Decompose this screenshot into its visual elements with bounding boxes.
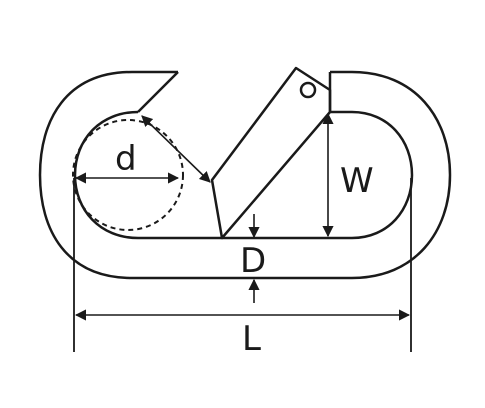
length-label: L — [242, 319, 261, 359]
wire-label: D — [240, 241, 266, 281]
hook-outer-left — [38, 70, 250, 280]
body-outer-right — [250, 70, 452, 280]
diameter-label: d — [115, 139, 137, 179]
gate-pivot-icon — [299, 81, 317, 99]
width-label: W — [340, 161, 374, 201]
gate-opening-arrow — [141, 115, 211, 183]
hook-tip — [137, 71, 179, 113]
